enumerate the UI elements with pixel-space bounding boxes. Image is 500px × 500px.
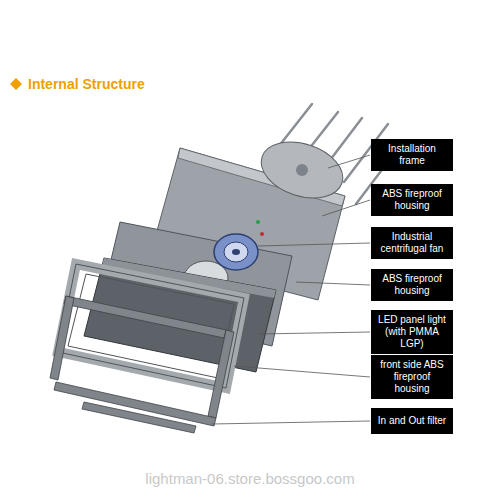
front-housing <box>58 264 244 388</box>
label-text: Installation frame <box>375 143 449 167</box>
label-box: front side ABS fireproof housing <box>371 355 453 399</box>
centrifugal-fan <box>214 220 264 270</box>
label-box: LED panel light (with PMMA LGP) <box>371 310 453 354</box>
label-text: ABS fireproof housing <box>375 188 449 212</box>
label-text: ABS fireproof housing <box>375 273 449 297</box>
filters <box>50 296 234 433</box>
label-text: Industrial centrifugal fan <box>375 231 449 255</box>
label-box: Installation frame <box>371 139 453 171</box>
leader-lines <box>212 155 370 424</box>
installation-frame <box>254 132 350 207</box>
label-text: In and Out filter <box>378 415 446 427</box>
label-box: In and Out filter <box>371 408 453 434</box>
label-text: front side ABS fireproof housing <box>375 359 449 395</box>
label-text: LED panel light (with PMMA LGP) <box>375 314 449 350</box>
watermark: lightman-06.store.bossgoo.com <box>0 470 500 487</box>
label-box: ABS fireproof housing <box>371 269 453 301</box>
section-title: Internal Structure <box>28 76 145 92</box>
title-bullet <box>10 78 22 90</box>
label-box: Industrial centrifugal fan <box>371 227 453 259</box>
label-box: ABS fireproof housing <box>371 184 453 216</box>
